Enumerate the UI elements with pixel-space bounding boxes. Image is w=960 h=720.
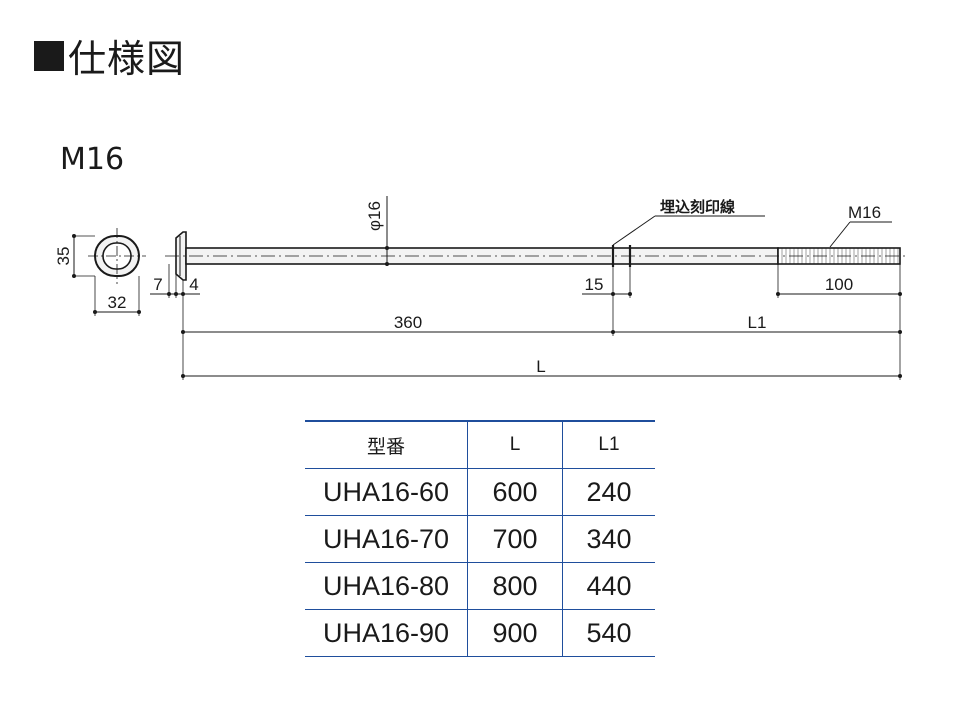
header-l: L xyxy=(467,420,563,469)
dim-segments: 360 L1 xyxy=(181,298,902,380)
cell-model: UHA16-60 xyxy=(305,468,468,516)
cell-l1: 340 xyxy=(562,515,655,563)
table-row: UHA16-60 600 240 xyxy=(305,468,655,516)
rod-diameter-label: φ16 xyxy=(365,201,384,231)
cell-l: 900 xyxy=(467,609,563,657)
model-label: M16 xyxy=(60,142,125,177)
cell-model: UHA16-90 xyxy=(305,609,468,657)
cell-l: 600 xyxy=(467,468,563,516)
dim-thread-length: 100 xyxy=(776,264,902,298)
cell-model: UHA16-70 xyxy=(305,515,468,563)
header-l1: L1 xyxy=(562,420,655,469)
thread-label: M16 xyxy=(848,203,881,222)
header-model: 型番 xyxy=(305,420,468,469)
second-segment-label: L1 xyxy=(748,313,767,332)
table-row: UHA16-80 800 440 xyxy=(305,562,655,610)
thread-callout: M16 xyxy=(829,203,892,248)
cell-l1: 440 xyxy=(562,562,655,610)
head-dim-b-label: 4 xyxy=(189,275,198,294)
first-segment-label: 360 xyxy=(394,313,422,332)
dim-end-width: 32 xyxy=(93,276,141,316)
thread-length-label: 100 xyxy=(825,275,853,294)
head-dim-a-label: 7 xyxy=(153,275,162,294)
title-square-icon xyxy=(34,40,64,71)
dim-mark-width: 15 xyxy=(582,267,632,298)
end-width-label: 32 xyxy=(108,293,127,312)
end-height-label: 35 xyxy=(54,247,73,266)
cell-l1: 540 xyxy=(562,609,655,657)
spec-table: 型番 L L1 UHA16-60 600 240 UHA16-70 700 34… xyxy=(305,420,655,657)
end-view xyxy=(88,228,146,284)
dim-rod-diameter: φ16 xyxy=(365,196,389,266)
page-title: 仕様図 xyxy=(34,28,185,83)
page-title-text: 仕様図 xyxy=(68,37,186,81)
mark-label: 埋込刻印線 xyxy=(660,198,735,216)
cell-l1: 240 xyxy=(562,468,655,516)
table-row: UHA16-70 700 340 xyxy=(305,515,655,563)
total-length-label: L xyxy=(536,357,545,376)
table-row: UHA16-90 900 540 xyxy=(305,609,655,657)
table-header-row: 型番 L L1 xyxy=(305,420,655,469)
specification-drawing: 35 32 φ16 埋込刻印線 M16 xyxy=(54,196,908,380)
dim-end-height: 35 xyxy=(54,234,95,278)
cell-model: UHA16-80 xyxy=(305,562,468,610)
mark-width-label: 15 xyxy=(585,275,604,294)
cell-l: 700 xyxy=(467,515,563,563)
mark-callout: 埋込刻印線 xyxy=(612,198,765,246)
dim-head: 7 4 xyxy=(150,264,200,298)
dim-total-length: L xyxy=(181,357,902,378)
cell-l: 800 xyxy=(467,562,563,610)
rod-body xyxy=(165,245,908,267)
